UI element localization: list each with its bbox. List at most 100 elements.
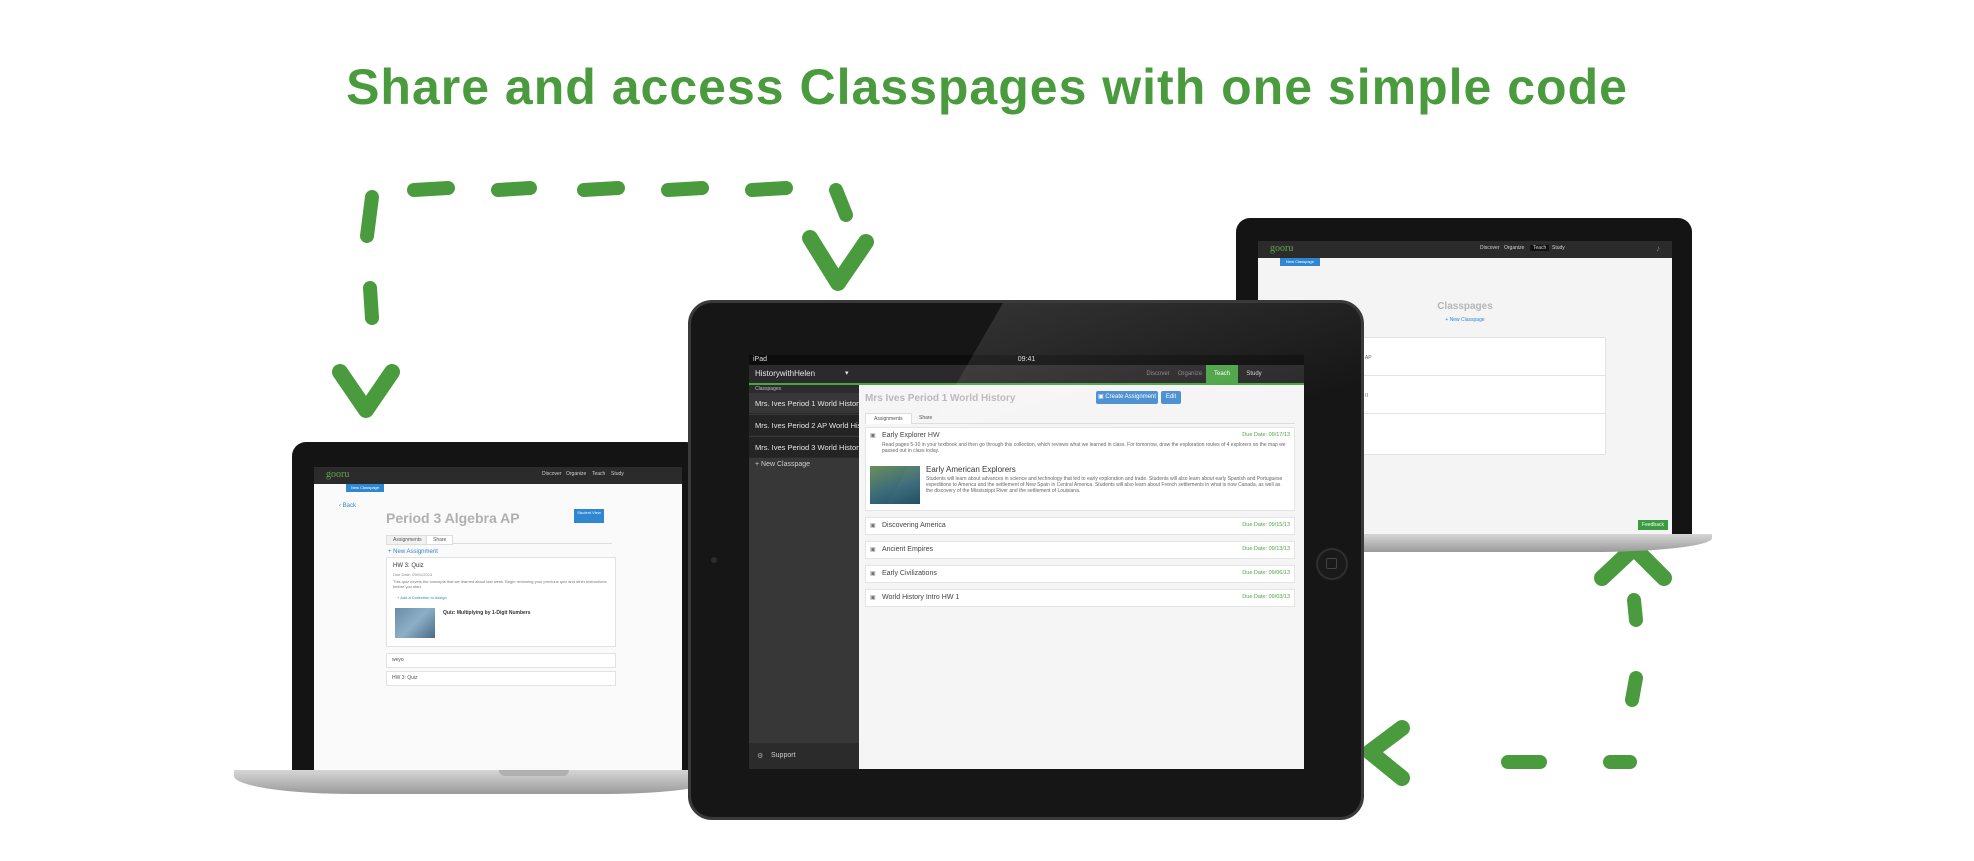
calendar-icon: ▣ <box>870 433 876 439</box>
left-laptop: gooru Discover Organize Teach Study New … <box>292 442 700 774</box>
gooru-logo[interactable]: gooru <box>1270 243 1294 254</box>
new-classpage-button[interactable]: New Classpage <box>346 484 384 492</box>
support-label: Support <box>771 752 796 759</box>
arrow-head-down-top <box>802 230 874 291</box>
assignment-row[interactable]: ▣ Ancient Empires Due Date: 09/13/13 <box>865 541 1295 559</box>
due-date: Due Date: 09/15/13 <box>1242 522 1290 528</box>
nav-discover[interactable]: Discover <box>542 471 562 477</box>
calendar-icon: ▣ <box>870 523 876 529</box>
app-header: HistorywithHelen ▾ Discover Organize Tea… <box>749 365 1304 385</box>
account-name[interactable]: HistorywithHelen <box>755 369 816 378</box>
collection-title[interactable]: Early American Explorers <box>926 465 1016 474</box>
add-collection-link[interactable]: + Add a Collection to Assign <box>397 595 447 600</box>
list-item[interactable]: weyo <box>386 653 616 668</box>
calendar-icon: ▣ <box>870 547 876 553</box>
nav-discover[interactable]: Discover <box>1480 245 1500 251</box>
due-date: Due Date: 09/13/13 <box>1242 546 1290 552</box>
wrench-icon: ⚙ <box>757 753 764 760</box>
assignment-row[interactable]: ▣ Early Civilizations Due Date: 09/06/13 <box>865 565 1295 583</box>
camera-icon <box>711 557 717 563</box>
assignment-desc: This quiz covers the concepts that we le… <box>393 579 607 589</box>
tablet-screen: iPad 09:41 HistorywithHelen ▾ Discover O… <box>749 355 1304 769</box>
right-laptop-navbar: gooru Discover Organize Teach Study ♪ <box>1258 241 1672 258</box>
assignment-row[interactable]: ▣ Discovering America Due Date: 09/15/13 <box>865 517 1295 535</box>
arrow-path-top-left <box>360 181 853 325</box>
tablet: iPad 09:41 HistorywithHelen ▾ Discover O… <box>688 300 1364 820</box>
tab-share[interactable]: Share <box>426 535 454 545</box>
assignment-card-expanded[interactable]: ▣ Early Explorer HW Due Date: 09/17/13 R… <box>865 427 1295 511</box>
tab-study[interactable]: Study <box>1246 371 1262 377</box>
classpage-sidebar: Classpages Mrs. Ives Period 1 World Hist… <box>749 385 859 769</box>
feedback-button[interactable]: Feedback <box>1638 520 1668 530</box>
assignment-tabs: Assignments Share <box>865 413 1295 424</box>
classpage-title: Period 3 Algebra AP <box>386 510 520 526</box>
quiz-title[interactable]: Quiz: Multiplying by 1-Digit Numbers <box>443 610 531 616</box>
plus-icon: ▣ <box>1097 394 1106 400</box>
left-laptop-screen: gooru Discover Organize Teach Study New … <box>314 467 682 771</box>
assignment-name[interactable]: Early Explorer HW <box>882 432 940 439</box>
back-link[interactable]: ‹ Back <box>339 503 357 509</box>
nav-teach[interactable]: Teach <box>1530 245 1550 251</box>
left-tabs: Assignments Share <box>386 534 612 545</box>
nav-organize[interactable]: Organize <box>566 471 587 477</box>
assignment-desc: Read pages 5-10 in your textbook and the… <box>882 442 1286 454</box>
collection-desc: Students will learn about advances in sc… <box>926 476 1283 494</box>
arrow-head-left-bottom <box>1362 720 1410 786</box>
due-date: Due Date: 09/17/13 <box>1242 432 1290 438</box>
student-view-button[interactable]: Student View <box>574 509 604 523</box>
home-button-icon[interactable] <box>1316 548 1348 580</box>
page-title: Classpages <box>1437 301 1493 312</box>
assignment-card: HW 3: Quiz Due Date: 09/01/2013 This qui… <box>386 557 616 647</box>
left-laptop-base <box>234 770 724 794</box>
device-label: iPad <box>753 356 768 363</box>
tab-organize[interactable]: Organize <box>1177 371 1203 377</box>
sidebar-item-period-2[interactable]: Mrs. Ives Period 2 AP World Hist... <box>749 415 859 436</box>
list-item[interactable]: HW 3: Quiz <box>386 671 616 686</box>
calendar-icon: ▣ <box>870 595 876 601</box>
assignment-row[interactable]: ▣ World History Intro HW 1 Due Date: 09/… <box>865 589 1295 607</box>
due-date: Due Date: 09/03/13 <box>1242 594 1290 600</box>
collection-thumbnail[interactable] <box>870 466 920 504</box>
classpage-card[interactable]: listo <box>1348 413 1606 455</box>
tab-teach[interactable]: Teach <box>1206 365 1238 383</box>
nav-teach[interactable]: Teach <box>592 471 606 477</box>
create-assignment-button[interactable]: ▣ Create Assignment <box>1096 391 1158 404</box>
new-classpage-link[interactable]: + New Classpage <box>755 461 811 468</box>
bell-icon[interactable]: ♪ <box>1656 244 1660 253</box>
tab-assignments[interactable]: Assignments <box>386 535 429 545</box>
new-assignment-link[interactable]: + New Assignment <box>388 549 438 555</box>
calendar-icon: ▣ <box>870 571 876 577</box>
chevron-down-icon[interactable]: ▾ <box>845 370 849 377</box>
page-title: Mrs Ives Period 1 World History <box>865 393 1016 404</box>
back-chevron-icon: ‹ <box>339 503 343 509</box>
classpage-card[interactable]: gebra AP <box>1348 337 1606 379</box>
gooru-logo[interactable]: gooru <box>326 469 350 480</box>
headline: Share and access Classpages with one sim… <box>346 59 1628 115</box>
left-laptop-navbar: gooru Discover Organize Teach Study <box>314 467 682 484</box>
tab-share[interactable]: Share <box>919 415 933 421</box>
quiz-thumbnail[interactable] <box>395 608 435 638</box>
clock: 09:41 <box>1017 356 1036 363</box>
arrow-head-down-left <box>332 364 400 418</box>
assignment-due: Due Date: 09/01/2013 <box>393 572 433 577</box>
edit-button[interactable]: Edit <box>1161 391 1181 404</box>
sidebar-header: Classpages <box>749 385 859 393</box>
new-classpage-button[interactable]: New Classpage <box>1280 258 1320 266</box>
nav-study[interactable]: Study <box>1552 245 1565 251</box>
assignment-title: HW 3: Quiz <box>393 563 424 569</box>
sidebar-item-period-1[interactable]: Mrs. Ives Period 1 World History <box>749 393 859 414</box>
status-bar: iPad 09:41 <box>749 355 1304 365</box>
nav-organize[interactable]: Organize <box>1504 245 1525 251</box>
tab-discover[interactable]: Discover <box>1146 371 1170 377</box>
classpage-main: Mrs Ives Period 1 World History ▣ Create… <box>859 385 1304 769</box>
new-classpage-link[interactable]: + New Classpage <box>1445 317 1485 323</box>
nav-study[interactable]: Study <box>611 471 624 477</box>
sidebar-item-period-3[interactable]: Mrs. Ives Period 3 World History <box>749 437 859 458</box>
due-date: Due Date: 09/06/13 <box>1242 570 1290 576</box>
arrow-path-right <box>1501 593 1643 769</box>
tab-assignments[interactable]: Assignments <box>865 413 912 424</box>
arrow-head-up-right <box>1594 540 1672 586</box>
classpage-card[interactable]: gebra II <box>1348 375 1606 417</box>
support-link[interactable]: ⚙ Support <box>749 743 859 769</box>
